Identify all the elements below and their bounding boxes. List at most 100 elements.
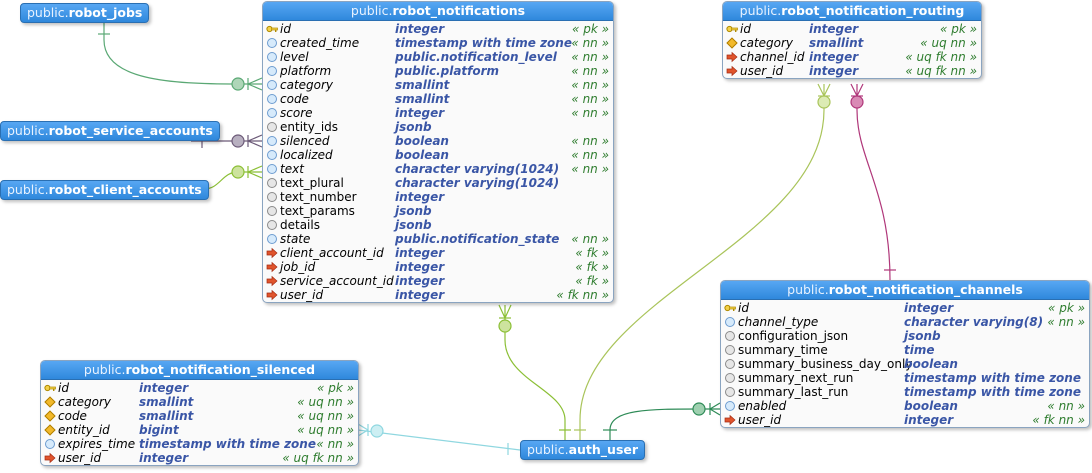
column-type: smallint	[395, 78, 450, 92]
table-robot-client-accounts[interactable]: public.robot_client_accounts	[0, 180, 209, 200]
table-header[interactable]: public.robot_notifications	[263, 2, 613, 21]
schema-label: public.	[7, 182, 49, 197]
column-type: integer	[139, 451, 189, 465]
column-name: id	[738, 301, 749, 315]
column-type: public.notification_state	[395, 232, 560, 246]
column-name: text_plural	[280, 176, 344, 190]
column-type: boolean	[395, 148, 449, 162]
column-name: category	[740, 36, 794, 50]
column-row[interactable]: summary_time time	[721, 343, 1089, 357]
table-robot-jobs[interactable]: public.robot_jobs	[20, 3, 150, 23]
column-name: category	[58, 395, 112, 409]
column-name: channel_type	[738, 315, 819, 329]
schema-label: public.	[27, 5, 69, 20]
fk-arrow-icon	[726, 65, 738, 77]
table-auth-user[interactable]: public.auth_user	[520, 440, 646, 460]
column-name: silenced	[280, 134, 330, 148]
column-name: user_id	[58, 451, 102, 465]
column-type: smallint	[139, 395, 194, 409]
schema-label: public.	[7, 123, 49, 138]
column-type: integer	[395, 246, 445, 260]
table-header[interactable]: public.robot_notification_silenced	[41, 361, 358, 380]
table-name: robot_notification_channels	[828, 282, 1023, 297]
column-type: integer	[395, 22, 445, 36]
column-name: summary_time	[738, 343, 828, 357]
column-type: integer	[395, 260, 445, 274]
link-routing-authuser	[574, 83, 831, 440]
column-type: time	[904, 343, 935, 357]
column-name: channel_id	[740, 50, 805, 64]
column-name: level	[280, 50, 309, 64]
pk-key-icon	[724, 302, 736, 314]
table-header[interactable]: public.robot_notification_routing	[723, 2, 981, 21]
column-name: created_time	[280, 36, 360, 50]
column-constraints: « uq fk nn »	[282, 451, 354, 465]
column-name: text_number	[280, 190, 357, 204]
table-name: auth_user	[568, 442, 639, 457]
fk-arrow-icon	[266, 261, 278, 273]
column-constraints: « fk »	[575, 260, 609, 274]
nullable-icon	[725, 359, 735, 369]
schema-label: public.	[787, 282, 829, 297]
not-null-icon	[267, 108, 277, 118]
nullable-icon	[725, 345, 735, 355]
column-constraints: « nn »	[571, 78, 609, 92]
link-service-notifications	[191, 134, 263, 148]
column-constraints: « fk »	[575, 246, 609, 260]
column-name: details	[280, 218, 320, 232]
table-header[interactable]: public.robot_notification_channels	[721, 281, 1089, 300]
column-name: entity_ids	[280, 120, 339, 134]
fk-arrow-icon	[724, 414, 736, 426]
column-type: character varying(8)	[904, 315, 1044, 329]
column-type: jsonb	[395, 204, 432, 218]
column-name: user_id	[740, 64, 784, 78]
table-name: robot_notification_silenced	[125, 362, 316, 377]
fk-arrow-icon	[266, 247, 278, 259]
column-row[interactable]: user_id integer « uq fk nn »	[41, 451, 358, 465]
nullable-icon	[725, 331, 735, 341]
column-constraints: « nn »	[571, 232, 609, 246]
table-robot-service-accounts[interactable]: public.robot_service_accounts	[0, 121, 220, 141]
